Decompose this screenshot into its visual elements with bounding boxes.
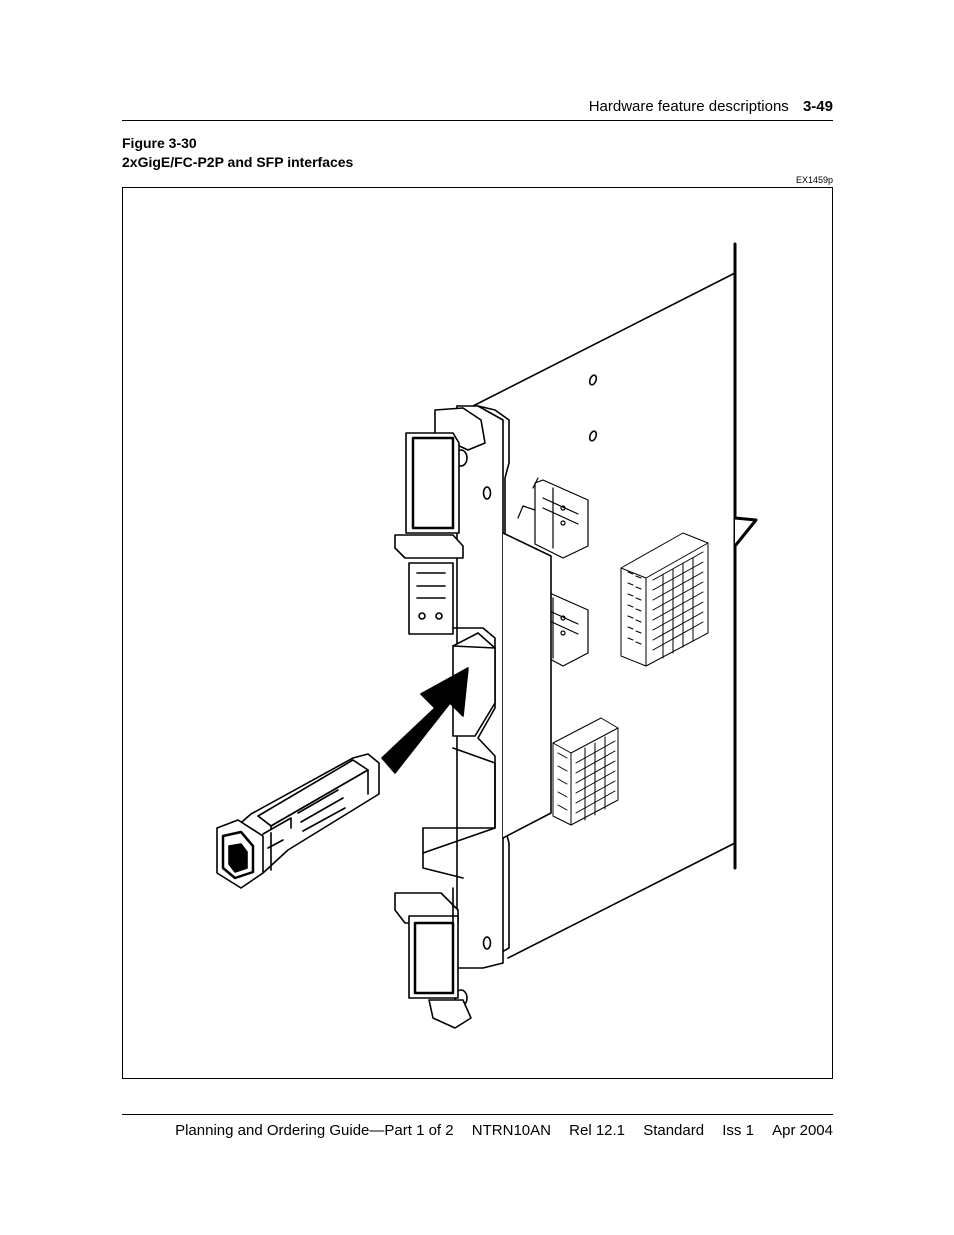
page-header: Hardware feature descriptions 3-49 — [122, 98, 833, 121]
footer-doc-number: NTRN10AN — [471, 1122, 551, 1139]
footer-doc-title: Planning and Ordering Guide—Part 1 of 2 — [175, 1122, 454, 1139]
header-page-number: 3-49 — [802, 98, 833, 115]
circuit-pack-illustration — [216, 242, 758, 1029]
upper-ejector-latch — [394, 407, 486, 635]
insertion-arrow — [381, 667, 469, 774]
heat-sink-upper — [620, 532, 709, 667]
footer-date: Apr 2004 — [772, 1122, 833, 1139]
footer-status: Standard — [643, 1122, 705, 1139]
heat-sink-lower — [552, 717, 619, 826]
footer-release: Rel 12.1 — [569, 1122, 626, 1139]
lower-ejector-latch — [394, 887, 472, 1029]
sfp-transceiver-module — [216, 753, 380, 889]
footer-issue: Iss 1 — [722, 1122, 754, 1139]
figure-frame — [122, 187, 833, 1079]
figure-title: 2xGigE/FC-P2P and SFP interfaces — [122, 154, 354, 170]
header-section-title: Hardware feature descriptions — [588, 98, 789, 115]
figure-number: Figure 3-30 — [122, 135, 197, 151]
page-footer: Planning and Ordering Guide—Part 1 of 2 … — [122, 1114, 833, 1139]
figure-code: EX1459p — [795, 175, 833, 185]
